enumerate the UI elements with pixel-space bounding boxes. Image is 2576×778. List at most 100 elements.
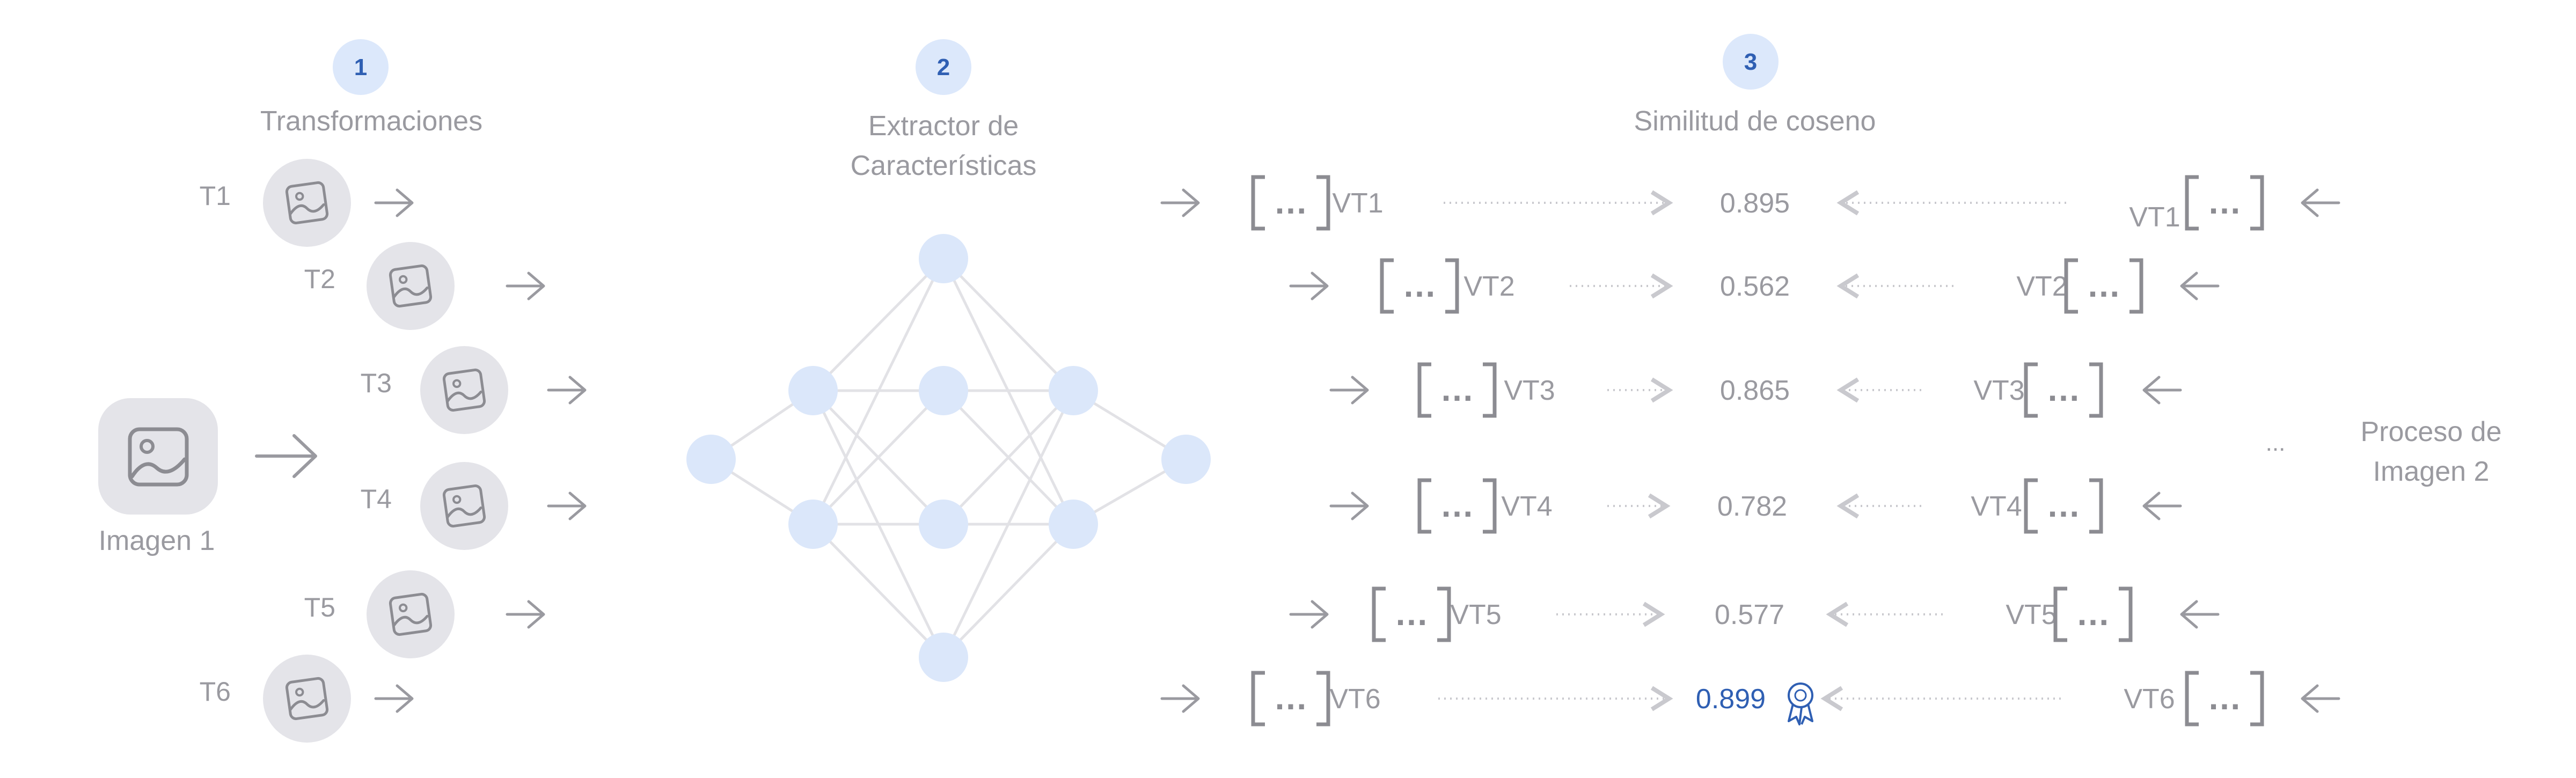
svg-text:…: … <box>1274 678 1308 717</box>
award-icon <box>1788 682 1813 725</box>
svg-text:…: … <box>1440 486 1474 524</box>
svg-text:3: 3 <box>1744 49 1757 75</box>
right-vector-icon: … <box>2064 258 2143 314</box>
transform-label: T6 <box>200 677 231 707</box>
transform-label: T3 <box>361 368 392 398</box>
right-vector-icon: … <box>2053 586 2133 642</box>
similarity-score: 0.562 <box>1720 271 1790 302</box>
similarity-score: 0.782 <box>1717 491 1787 522</box>
right-vector-label: VT4 <box>1971 491 2022 522</box>
right-input-arrow <box>2180 600 2220 629</box>
ellipsis: ... <box>2266 430 2286 456</box>
step-3-title: Similitud de coseno <box>1634 106 1876 137</box>
network-edge <box>942 258 1074 392</box>
left-vector-icon: … <box>1251 175 1330 231</box>
right-vector-icon: … <box>2185 175 2264 231</box>
left-vector-label: VT1 <box>1332 188 1383 219</box>
left-vector-label: VT4 <box>1501 491 1552 522</box>
network-node <box>919 633 968 682</box>
right-vector-icon: … <box>2185 671 2264 726</box>
network-node <box>788 366 838 415</box>
transform-arrow <box>374 684 414 713</box>
network-node <box>1161 435 1211 484</box>
left-input-arrow <box>1160 684 1200 713</box>
network-node <box>919 366 968 415</box>
right-input-arrow <box>2301 188 2340 217</box>
left-vector-icon: … <box>1251 671 1330 726</box>
svg-text:…: … <box>2207 678 2242 717</box>
network-edge <box>812 258 945 392</box>
svg-text:…: … <box>2076 594 2110 633</box>
svg-text:…: … <box>2046 486 2081 524</box>
left-input-arrow <box>1289 271 1329 300</box>
step-2-badge: 2 <box>916 39 971 95</box>
network-edge <box>942 523 1074 658</box>
right-vector-icon: … <box>2024 478 2103 534</box>
similarity-row: … VT4 0.782 VT4 … <box>1329 478 2182 534</box>
network-edge <box>812 523 945 658</box>
transform-image-icon <box>367 570 455 658</box>
left-vector-label: VT6 <box>1329 684 1380 715</box>
similarity-row: … VT3 0.865 VT3 … <box>1329 362 2182 418</box>
left-vector-label: VT3 <box>1504 375 1555 406</box>
step-1-title: Transformaciones <box>260 106 482 137</box>
similarity-score: 0.865 <box>1720 375 1790 406</box>
input-arrow <box>255 434 317 478</box>
transform-arrow <box>374 188 414 217</box>
right-vector-label: VT1 <box>2129 202 2180 233</box>
network-edge <box>942 390 1075 658</box>
svg-text:2: 2 <box>937 54 950 80</box>
right-vector-label: VT5 <box>2006 599 2057 630</box>
transform-label: T2 <box>304 264 335 294</box>
feature-extractor-network <box>686 234 1211 682</box>
svg-text:1: 1 <box>354 54 367 80</box>
step-3-badge: 3 <box>1723 34 1779 90</box>
image2-process-line1: Proceso de <box>2360 416 2501 447</box>
network-edge <box>942 390 1074 525</box>
similarity-score: 0.577 <box>1715 599 1784 630</box>
right-input-arrow <box>2180 271 2220 300</box>
svg-text:…: … <box>2087 266 2121 304</box>
svg-text:…: … <box>1274 182 1308 221</box>
right-input-arrow <box>2301 684 2340 713</box>
network-node <box>1049 366 1098 415</box>
svg-text:…: … <box>1402 266 1437 304</box>
network-node <box>686 435 736 484</box>
right-vector-label: VT6 <box>2124 684 2175 715</box>
left-input-arrow <box>1289 600 1329 629</box>
left-vector-icon: … <box>1417 362 1497 418</box>
image2-process-line2: Imagen 2 <box>2373 456 2490 487</box>
best-score: 0.899 <box>1696 684 1766 715</box>
transform-arrow <box>506 271 545 300</box>
transform-arrow <box>547 491 587 520</box>
left-input-arrow <box>1329 491 1369 520</box>
transform-image-icon <box>263 159 351 247</box>
right-vector-label: VT2 <box>2016 271 2067 302</box>
similarity-row: … VT5 0.577 VT5 … <box>1289 586 2220 642</box>
left-vector-icon: … <box>1380 258 1459 314</box>
network-node <box>919 500 968 549</box>
network-edge <box>811 258 945 525</box>
left-vector-icon: … <box>1372 586 1451 642</box>
right-vector-icon: … <box>2024 362 2103 418</box>
svg-text:…: … <box>1394 594 1429 633</box>
network-node <box>919 234 968 283</box>
similarity-row: … VT6 0.899 VT6 … <box>1160 671 2340 726</box>
svg-text:…: … <box>1440 370 1474 408</box>
input-image-label: Imagen 1 <box>99 525 215 556</box>
transform-arrow <box>506 600 545 629</box>
network-node <box>788 500 838 549</box>
right-input-arrow <box>2142 376 2182 405</box>
transform-arrow <box>547 376 587 405</box>
transform-label: T4 <box>361 484 392 514</box>
svg-text:…: … <box>2046 370 2081 408</box>
transform-image-icon <box>263 655 351 743</box>
left-vector-label: VT5 <box>1450 599 1501 630</box>
right-vector-label: VT3 <box>1973 375 2024 406</box>
left-input-arrow <box>1329 376 1369 405</box>
right-input-arrow <box>2142 491 2182 520</box>
